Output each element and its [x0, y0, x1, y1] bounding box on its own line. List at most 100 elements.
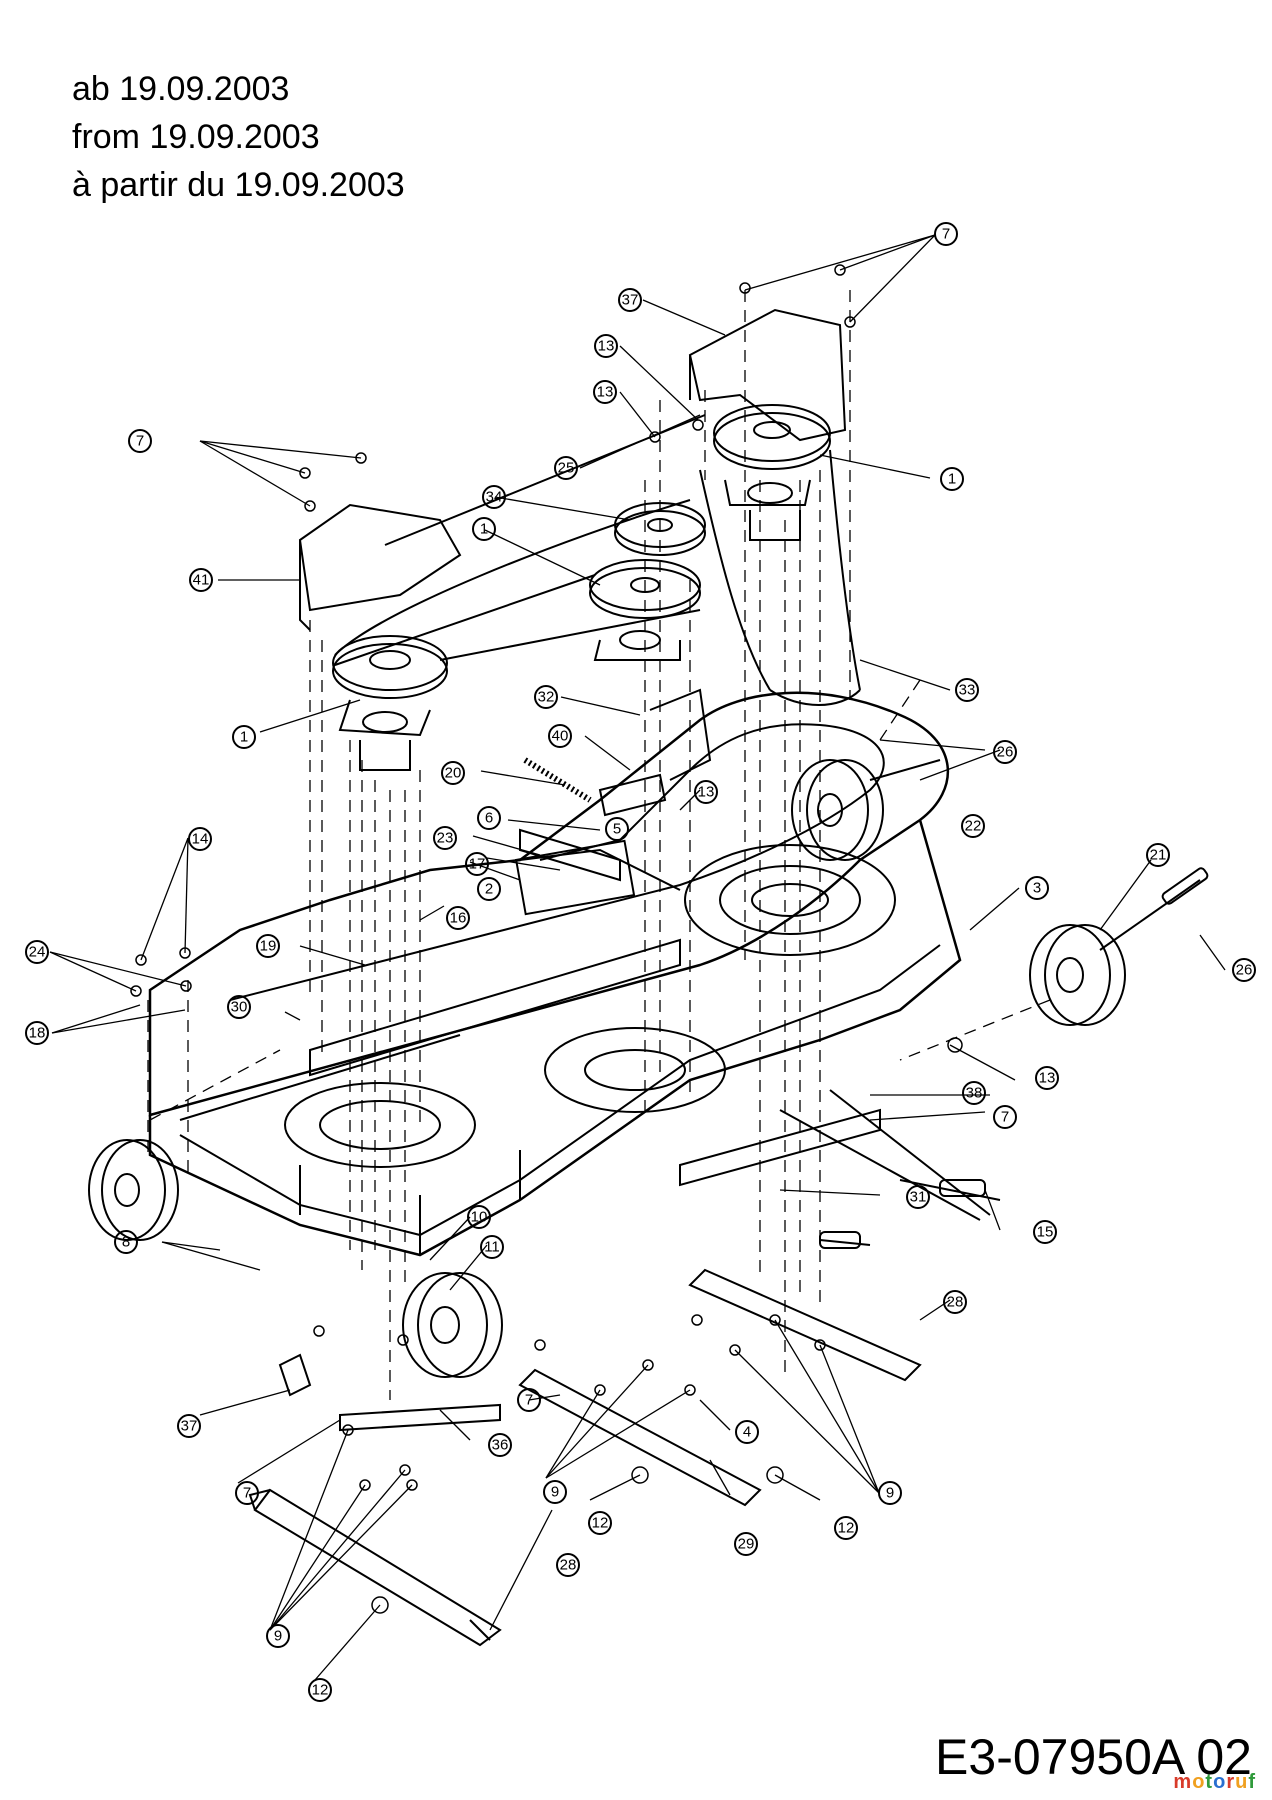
- svg-text:21: 21: [1150, 847, 1167, 864]
- svg-text:15: 15: [1037, 1224, 1054, 1241]
- callout-7-top-right: 7: [934, 222, 958, 246]
- svg-text:13: 13: [597, 384, 614, 401]
- callout-balloons: 7 37 13 13 25 34 1 1 7 41 33 1 32 40 26 …: [25, 222, 1256, 1702]
- svg-text:4: 4: [743, 1424, 751, 1441]
- svg-text:10: 10: [471, 1209, 488, 1226]
- svg-text:12: 12: [312, 1682, 329, 1699]
- callout-34: 34: [482, 485, 506, 509]
- svg-text:30: 30: [231, 999, 248, 1016]
- svg-text:23: 23: [437, 830, 454, 847]
- svg-text:24: 24: [29, 944, 46, 961]
- svg-text:20: 20: [445, 765, 462, 782]
- svg-text:18: 18: [29, 1025, 46, 1042]
- callout-33: 33: [955, 678, 979, 702]
- callout-2: 2: [477, 877, 501, 901]
- callout-13-b: 13: [593, 380, 617, 404]
- callout-1-right: 1: [940, 467, 964, 491]
- callout-12-bottom: 12: [308, 1678, 332, 1702]
- callout-9-middle: 9: [543, 1480, 567, 1504]
- watermark-logo: motoruf: [1173, 1771, 1256, 1793]
- svg-text:26: 26: [1236, 962, 1253, 979]
- fasteners: [130, 264, 963, 1614]
- callout-18: 18: [25, 1021, 49, 1045]
- drive-belt: [334, 414, 861, 706]
- svg-text:12: 12: [838, 1520, 855, 1537]
- deck-spindle-openings: [284, 844, 896, 1168]
- svg-text:32: 32: [538, 689, 555, 706]
- callout-leaders: [49, 234, 1226, 1681]
- callout-30: 30: [227, 995, 251, 1019]
- callout-38: 37: [177, 1414, 201, 1438]
- callout-17: 17: [465, 852, 489, 876]
- svg-text:26: 26: [997, 744, 1014, 761]
- callout-14: 14: [188, 827, 212, 851]
- callout-26-top: 26: [993, 740, 1017, 764]
- callout-7-middle: 7: [517, 1388, 541, 1412]
- svg-text:34: 34: [486, 489, 503, 506]
- callout-19: 19: [256, 934, 280, 958]
- callout-16: 16: [446, 906, 470, 930]
- callout-7-top-left: 7: [128, 429, 152, 453]
- validity-date-de: ab 19.09.2003: [72, 70, 290, 108]
- svg-text:13: 13: [698, 784, 715, 801]
- svg-text:12: 12: [592, 1515, 609, 1532]
- svg-text:6: 6: [485, 810, 493, 827]
- svg-text:40: 40: [552, 728, 569, 745]
- gauge-wheels: [88, 759, 1209, 1378]
- spindle-pulleys: [332, 404, 831, 771]
- svg-text:8: 8: [122, 1234, 130, 1251]
- deck-front-bracket: [179, 839, 681, 1121]
- callout-20: 20: [441, 761, 465, 785]
- svg-text:7: 7: [942, 226, 950, 243]
- callout-29: 29: [734, 1532, 758, 1556]
- callout-8: 8: [114, 1230, 138, 1254]
- svg-text:1: 1: [948, 471, 956, 488]
- svg-text:13: 13: [598, 338, 615, 355]
- callout-12-middle: 12: [588, 1511, 612, 1535]
- svg-text:19: 19: [260, 938, 277, 955]
- svg-text:41: 41: [193, 572, 210, 589]
- callout-10: 10: [467, 1205, 491, 1229]
- callout-7-bottom-left: 7: [235, 1481, 259, 1505]
- callout-9-right: 9: [878, 1481, 902, 1505]
- callout-39: 37: [618, 288, 642, 312]
- svg-text:28: 28: [560, 1557, 577, 1574]
- callout-5: 5: [605, 817, 629, 841]
- svg-text:33: 33: [959, 682, 976, 699]
- svg-text:13: 13: [1039, 1070, 1056, 1087]
- svg-text:36: 36: [492, 1437, 509, 1454]
- validity-date-en: from 19.09.2003: [72, 118, 320, 156]
- svg-text:22: 22: [965, 818, 982, 835]
- callout-32: 32: [534, 685, 558, 709]
- callout-12-right: 12: [834, 1516, 858, 1540]
- svg-text:11: 11: [484, 1239, 500, 1256]
- svg-text:9: 9: [886, 1485, 894, 1502]
- svg-text:9: 9: [551, 1484, 559, 1501]
- belt-covers: [298, 308, 847, 631]
- callout-13-c: 13: [694, 780, 718, 804]
- svg-text:7: 7: [243, 1485, 251, 1502]
- svg-text:1: 1: [240, 729, 248, 746]
- svg-text:1: 1: [480, 521, 488, 538]
- svg-text:14: 14: [192, 831, 209, 848]
- callout-40: 40: [548, 724, 572, 748]
- svg-text:37: 37: [181, 1418, 198, 1435]
- callout-15: 15: [1033, 1220, 1057, 1244]
- svg-text:31: 31: [910, 1189, 927, 1206]
- callout-11: 11: [480, 1235, 504, 1259]
- rear-lift-rod: [679, 1089, 1001, 1249]
- svg-text:3: 3: [1033, 880, 1041, 897]
- svg-text:38: 38: [966, 1085, 983, 1102]
- svg-text:25: 25: [558, 460, 575, 477]
- callout-25: 25: [554, 456, 578, 480]
- callout-4: 4: [735, 1420, 759, 1444]
- callout-28-right: 28: [943, 1290, 967, 1314]
- mower-blades: [248, 1268, 922, 1647]
- callout-3: 3: [1025, 876, 1049, 900]
- deck-housing: [148, 691, 962, 1257]
- callout-24: 24: [25, 940, 49, 964]
- callout-21: 21: [1146, 843, 1170, 867]
- callout-22: 22: [961, 814, 985, 838]
- callout-1-middle: 1: [472, 517, 496, 541]
